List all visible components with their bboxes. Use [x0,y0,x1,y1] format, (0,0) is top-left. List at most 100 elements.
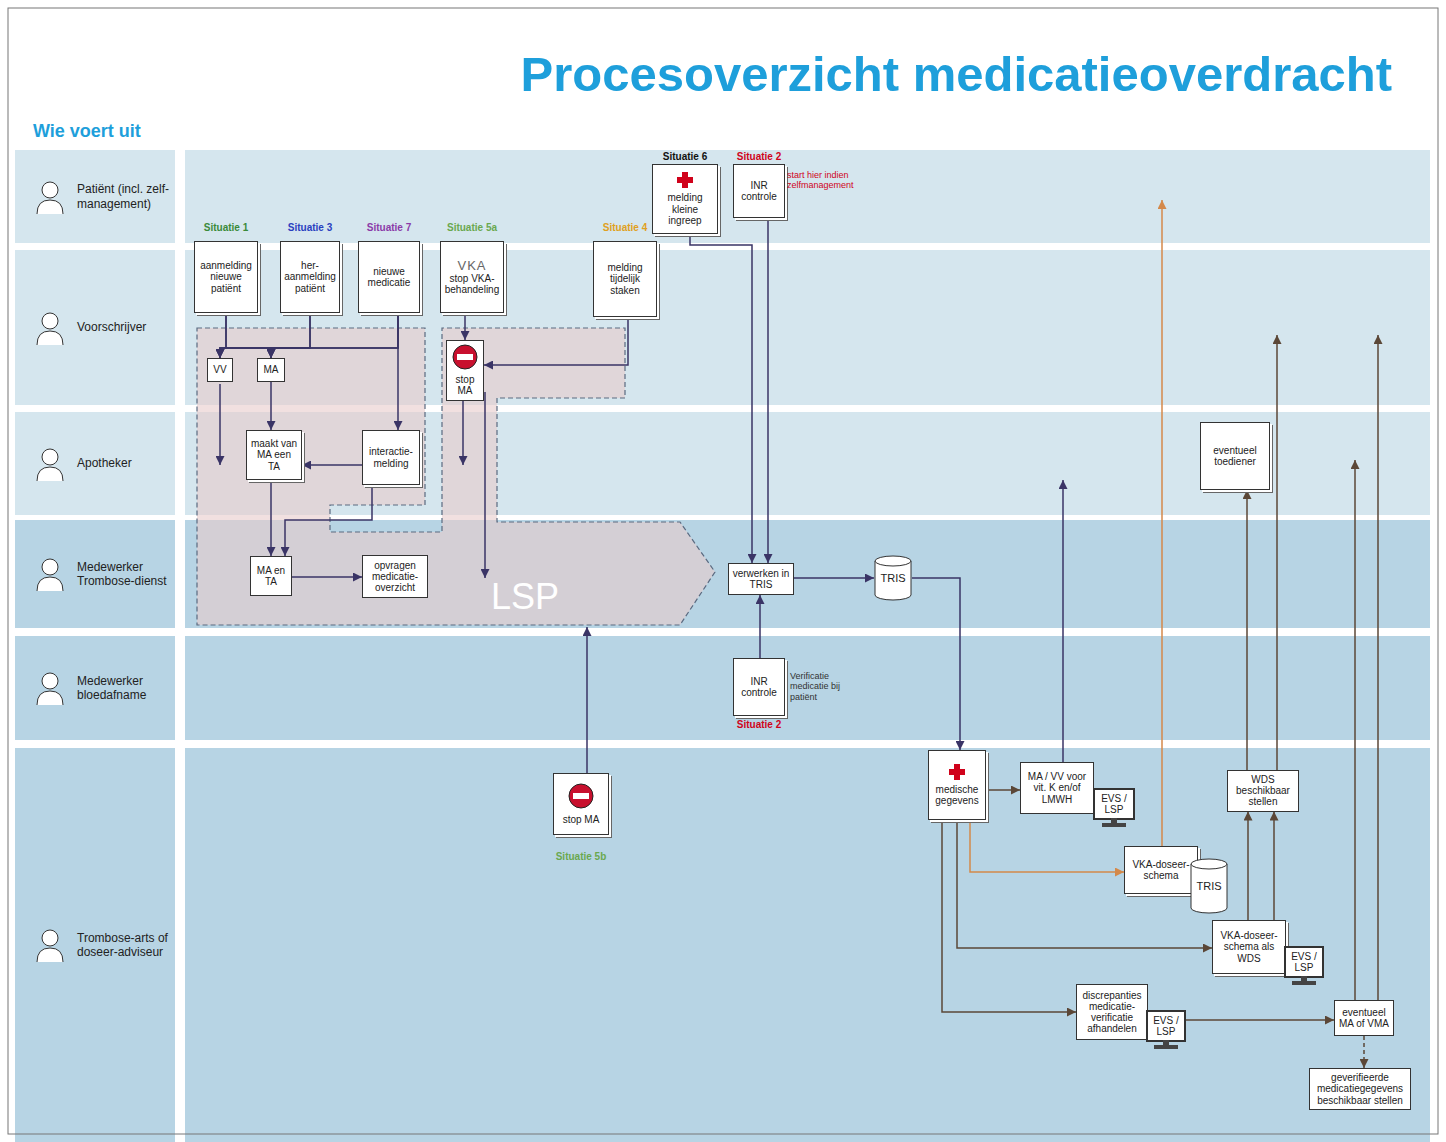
process-box: discrepanties medicatie-verificatie afha… [1076,984,1148,1040]
node-text: VKA [457,259,486,274]
document-box-shape: INR controle [733,658,785,716]
document-box: VKA-doseer-schema [1124,846,1198,894]
node-text: discrepanties medicatie-verificatie afha… [1080,990,1144,1035]
node-text: INR controle [737,180,781,202]
diagram-title: Procesoverzicht medicatieoverdracht [521,46,1392,102]
connector [942,820,1076,1012]
node-text: Situatie 2 [733,151,785,162]
connector [464,313,466,340]
node-text: EVS / LSP [1151,1015,1181,1037]
node-text: EVS / LSP [1289,951,1319,973]
lane-label: Patiënt (incl. zelf-management) [77,150,177,243]
connector [220,313,310,358]
node-text: WDS beschikbaar stellen [1231,774,1295,808]
lane-label: Apotheker [77,412,177,515]
monitor-stand-drawing [1100,818,1128,828]
note-label: Wie voert uit [33,121,203,142]
document-box: Situatie 7nieuwe medicatie [358,222,420,313]
arrow-line [462,392,464,465]
person-icon-drawing [33,179,67,215]
document-box-shape: aanmelding nieuwe patiënt [194,241,258,313]
connector [271,313,310,358]
process-box: verwerken in TRIS [728,563,794,595]
node-text: stop MA [450,374,480,396]
swimlane: VoorschrijverSituatie 1aanmelding nieuwe… [15,250,1430,405]
node-text: Situatie 1 [194,222,258,233]
node-text: melding tijdelijk staken [597,262,653,296]
swimlane: Trombose-arts of doseer-adviseurstop MAS… [15,748,1430,1142]
node-text: Situatie 2 [733,719,785,730]
process-box: WDS beschikbaar stellen [1227,770,1299,812]
node-text: VV [213,364,226,375]
node-text: Voorschrijver [77,320,146,334]
connector [285,485,372,556]
stop-icon [452,344,478,370]
icon [949,764,965,782]
connector [794,577,874,579]
node-text: Patiënt (incl. zelf-management) [77,182,177,211]
document-box: Situatie 2 INR controle [733,151,785,218]
connector [767,218,769,563]
connector [270,480,272,556]
node-text: VKA-doseer-schema als WDS [1216,930,1282,964]
document-box: medische gegevens [928,750,986,820]
connector [759,595,761,658]
connector [302,464,362,466]
swimlane: Medewerker bloedafname INR controleSituat… [15,636,1430,740]
node-text: opvragen medicatie-overzicht [366,560,424,594]
node-text: EVS / LSP [1098,793,1130,815]
document-box: stop MASituatie 5b [553,773,609,862]
node-text: TRIS [880,572,905,584]
system-monitor: EVS / LSP [1146,1010,1186,1042]
system-monitor: EVS / LSP [1093,788,1135,820]
title-text: Procesoverzicht medicatieoverdracht [521,46,1392,102]
connector [226,313,271,358]
node-text: aanmelding nieuwe patiënt [198,260,254,294]
document-box-shape: nieuwe medicatie [358,241,420,313]
connector [986,789,1020,791]
node-text: maakt van MA een TA [250,438,298,472]
person-icon-drawing [33,556,67,592]
database-cylinder: TRIS [1190,858,1228,914]
person-icon [33,556,67,596]
node-text: TRIS [1196,880,1221,892]
stop-icon [568,783,594,809]
node-text: MA / VV voor vit. K en/of LMWH [1024,771,1090,805]
person-icon [33,670,67,710]
arrow-line [484,392,486,578]
person-icon-drawing [33,446,67,482]
node-text: melding kleine ingreep [656,192,714,226]
node-text: MA [264,364,279,375]
document-box: VKA-doseer-schema als WDS [1212,920,1286,974]
process-box: MA [257,358,285,382]
connector [397,313,399,430]
document-box: Situatie 6melding kleine ingreep [652,151,718,234]
person-icon [33,927,67,967]
connector [1273,812,1275,920]
node-text: interactie-melding [366,446,416,468]
lane-label: Medewerker bloedafname [77,636,177,740]
medical-cross-icon [677,172,693,188]
node-text: eventueel MA of VMA [1338,1007,1390,1029]
node-text: Medewerker Trombose-dienst [77,560,177,589]
document-box-shape: melding tijdelijk staken [593,241,657,317]
process-box: geverifieerde medicatiegegevens beschikb… [1309,1068,1411,1110]
arrow-line [1161,200,1163,846]
node-text: MA en TA [254,565,288,587]
person-icon-drawing [33,927,67,963]
document-box: maakt van MA een TA [246,430,302,480]
lane-label: Voorschrijver [77,250,177,405]
person-icon-drawing [33,310,67,346]
node-text: LSP [491,576,559,618]
node-text: Situatie 3 [280,222,340,233]
document-box: Situatie 4melding tijdelijk staken [593,222,657,317]
node-text: verwerken in TRIS [732,568,790,590]
connector [292,576,362,578]
document-box: eventueel toediener [1200,422,1270,490]
connector [270,382,272,430]
connector [1363,1036,1365,1068]
connector [220,313,398,358]
connector [1148,1019,1334,1021]
arrow-line [1377,335,1379,1000]
